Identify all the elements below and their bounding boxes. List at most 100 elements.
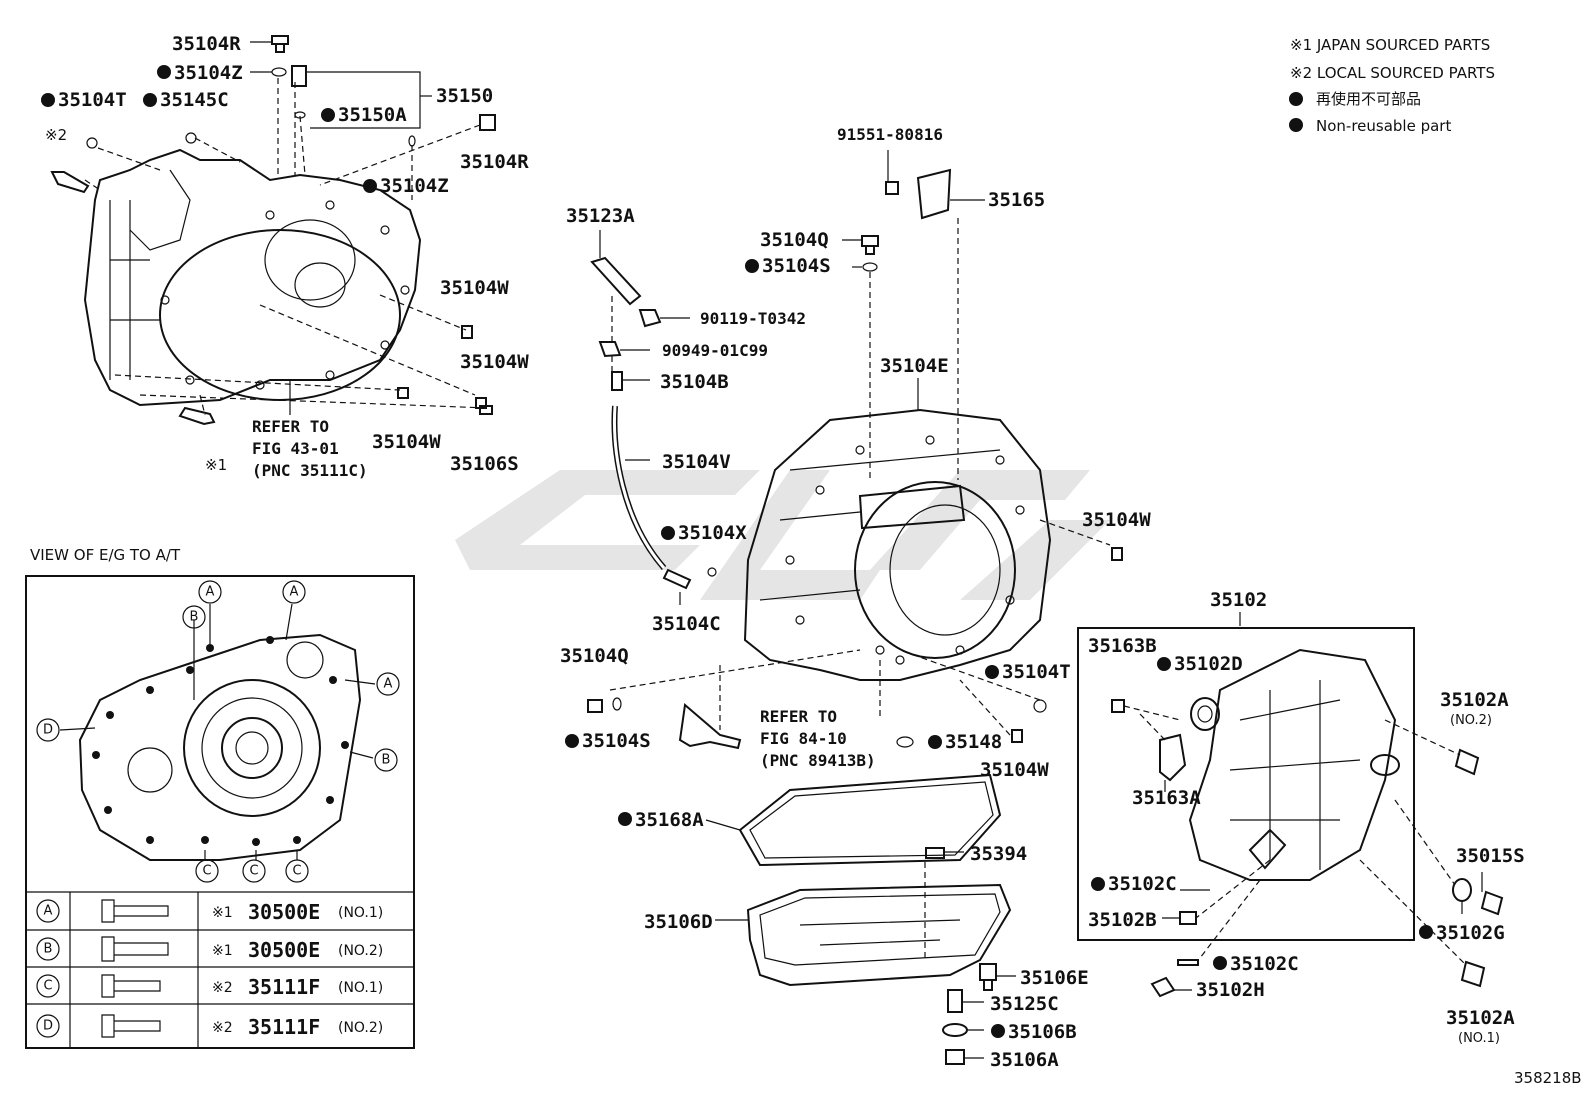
svg-text:30500E: 30500E (248, 900, 320, 924)
small-parts-upper-left (50, 35, 496, 426)
svg-text:※1: ※1 (212, 943, 233, 959)
note-nonreusable-en: Non-reusable part (1316, 117, 1451, 135)
nonreusable-dot-icon (143, 93, 157, 107)
label-35102B: 35102B (1088, 909, 1157, 931)
svg-text:※1: ※1 (212, 905, 233, 921)
watermark-logo (455, 470, 1110, 600)
oil-tube-assembly (590, 230, 717, 605)
view-callouts: A A B A B D C C C (36, 580, 400, 883)
labels-centre-upper: 35123A 90119-T0342 90949-01C99 35104B 35… (566, 125, 1045, 635)
svg-text:B: B (190, 610, 199, 625)
nonreusable-dot-icon (1213, 956, 1227, 970)
refer-line-2: FIG 84-10 (760, 729, 847, 748)
label-35102: 35102 (1210, 589, 1267, 611)
label-35123A: 35123A (566, 205, 635, 227)
bolt-row-d: D ※2 35111F (NO.2) (36, 1014, 383, 1039)
label-35150: 35150 (436, 85, 493, 107)
svg-text:C: C (43, 979, 52, 994)
mark-local: ※2 (45, 126, 67, 144)
speed-sensor (678, 703, 742, 750)
oil-pan-assembly (705, 773, 1016, 1065)
nonreusable-dot-icon (565, 734, 579, 748)
mark-japan: ※1 (205, 456, 227, 474)
view-title: VIEW OF E/G TO A/T (30, 546, 181, 564)
label-35125C: 35125C (990, 993, 1059, 1015)
label-no2: (NO.2) (1450, 713, 1492, 728)
label-no1: (NO.1) (1458, 1031, 1500, 1046)
nonreusable-dot-icon (991, 1024, 1005, 1038)
label-35102C: 35102C (1230, 953, 1299, 975)
nonreusable-dot-icon (618, 812, 632, 826)
nonreusable-dot-icon (1157, 657, 1171, 671)
label-35165: 35165 (988, 189, 1045, 211)
label-35150A: 35150A (338, 104, 407, 126)
note-local: ※2 LOCAL SOURCED PARTS (1290, 64, 1495, 82)
svg-text:(NO.1): (NO.1) (338, 905, 383, 921)
svg-text:D: D (43, 723, 53, 738)
refer-line-1: REFER TO (760, 707, 837, 726)
bracket-35165 (842, 150, 985, 480)
nonreusable-dot-icon (157, 65, 171, 79)
svg-text:(NO.1): (NO.1) (338, 980, 383, 996)
nonreusable-dot-icon (41, 93, 55, 107)
label-35104B: 35104B (660, 371, 729, 393)
svg-text:C: C (202, 864, 211, 879)
label-35104Z: 35104Z (174, 62, 243, 84)
bolt-row-c: C ※2 35111F (NO.1) (36, 974, 383, 999)
bolt-icon (101, 899, 169, 923)
nonreusable-dot-icon (1419, 925, 1433, 939)
label-35104W: 35104W (1082, 509, 1151, 531)
svg-text:35111F: 35111F (248, 1015, 320, 1039)
note-japan: ※1 JAPAN SOURCED PARTS (1290, 36, 1490, 54)
svg-text:30500E: 30500E (248, 938, 320, 962)
nonreusable-dot-icon (1289, 92, 1303, 106)
gasket-35168A (738, 773, 1002, 867)
bolt-row-b: B ※1 30500E (NO.2) (36, 936, 383, 962)
label-35015S: 35015S (1456, 845, 1525, 867)
svg-text:(NO.2): (NO.2) (338, 943, 383, 959)
nonreusable-dot-icon (321, 108, 335, 122)
label-35106D: 35106D (644, 911, 713, 933)
label-35104X: 35104X (678, 522, 747, 544)
svg-text:A: A (44, 904, 53, 919)
label-35148: 35148 (945, 731, 1002, 753)
labels-right: 35163B 35102D 35163A 35102A (NO.2) 35102… (1088, 635, 1582, 1087)
transaxle-case-35104E (609, 408, 1123, 736)
svg-text:A: A (384, 677, 393, 692)
label-35104R: 35104R (460, 151, 529, 173)
label-91551-80816: 91551-80816 (837, 125, 943, 144)
label-35102G: 35102G (1436, 922, 1505, 944)
label-35104W: 35104W (372, 431, 441, 453)
nonreusable-dot-icon (1289, 118, 1303, 132)
svg-text:(NO.2): (NO.2) (338, 1020, 383, 1036)
svg-text:A: A (290, 585, 299, 600)
svg-text:C: C (292, 864, 301, 879)
svg-text:D: D (43, 1019, 53, 1034)
bolt-icon (101, 974, 161, 998)
refer-line-2: FIG 43-01 (252, 439, 339, 458)
refer-line-1: REFER TO (252, 417, 329, 436)
label-35106A: 35106A (990, 1049, 1059, 1071)
label-35106E: 35106E (1020, 967, 1089, 989)
label-35394: 35394 (970, 843, 1027, 865)
diagram-id: 358218B (1514, 1069, 1582, 1087)
label-35104W: 35104W (980, 759, 1049, 781)
label-35104C: 35104C (652, 613, 721, 635)
leaders-upper-left (84, 41, 489, 416)
label-35102D: 35102D (1174, 653, 1243, 675)
view-frame (25, 575, 415, 1049)
bolt-icon (101, 1014, 161, 1038)
bolt-table: A ※1 30500E (NO.1) B ※1 30500E (NO.2) C … (26, 891, 414, 1048)
label-35104T: 35104T (58, 89, 127, 111)
label-35102A: 35102A (1440, 689, 1509, 711)
label-35163B: 35163B (1088, 635, 1157, 657)
label-35104W: 35104W (460, 351, 529, 373)
bolt-icon (587, 699, 603, 713)
nonreusable-dot-icon (363, 179, 377, 193)
label-35104R: 35104R (172, 33, 241, 55)
notes-legend: ※1 JAPAN SOURCED PARTS ※2 LOCAL SOURCED … (1289, 36, 1495, 135)
svg-text:※2: ※2 (212, 1020, 233, 1036)
labels-centre-lower: 35104W 35104Q 35104S 35104T 35148 35104W… (560, 509, 1151, 781)
